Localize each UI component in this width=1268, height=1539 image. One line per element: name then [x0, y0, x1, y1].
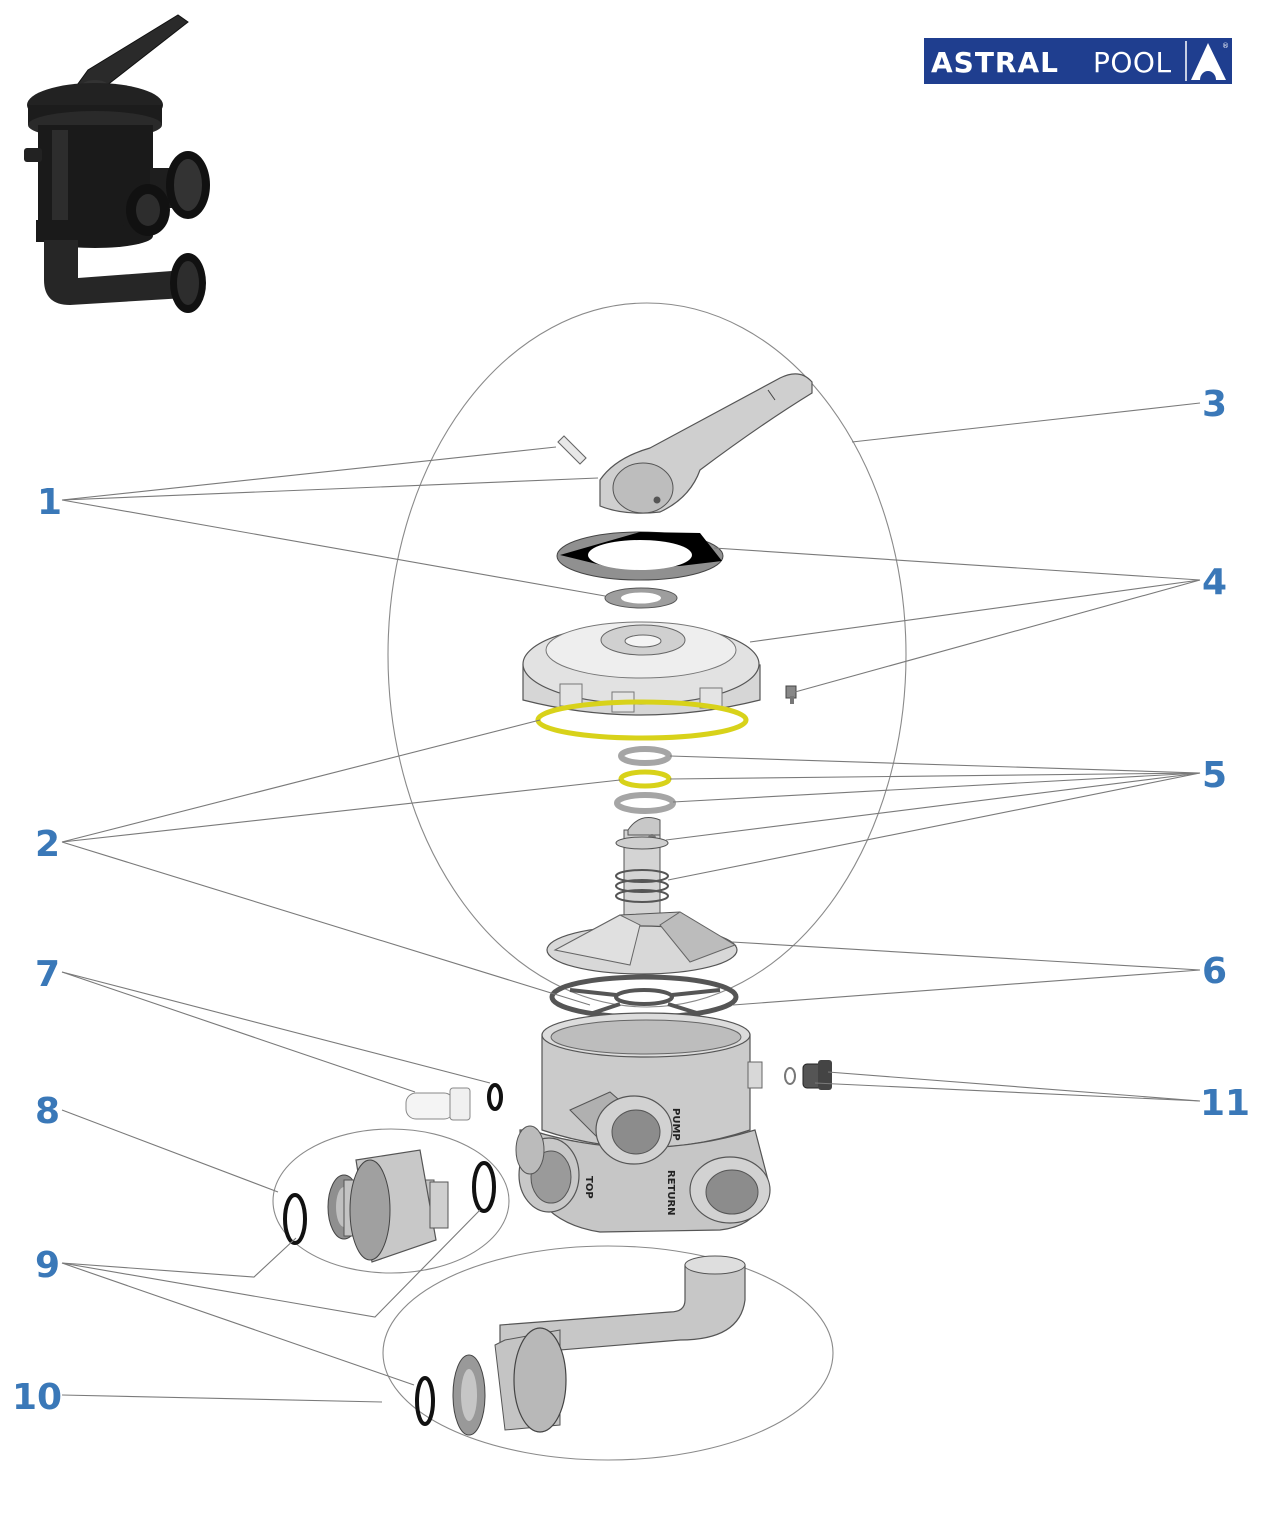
callout-6: 6: [1202, 951, 1227, 992]
port-label-pump: PUMP: [670, 1108, 681, 1141]
upper-assembly-outline: [387, 302, 907, 1008]
elbow-pipe-with-union: [452, 1255, 746, 1436]
rotor-disc: [546, 911, 738, 975]
callout-1: 1: [37, 482, 62, 523]
valve-body: PUMP TOP RETURN: [515, 1012, 771, 1233]
logo-word-pool: POOL: [1093, 46, 1172, 79]
callout-11: 11: [1200, 1083, 1250, 1124]
astral-triangle-icon: [1191, 43, 1226, 80]
sight-glass-o-ring: [487, 1083, 503, 1111]
union-assembly-outline: [272, 1128, 510, 1274]
callout-10: 10: [12, 1377, 62, 1418]
elbow-o-ring: [415, 1376, 435, 1426]
sight-glass: [405, 1087, 471, 1121]
valve-photo-thumbnail: [24, 14, 210, 313]
union-o-ring-right: [472, 1161, 496, 1213]
rotor-seal-ring-upper: [618, 746, 672, 766]
air-bleed-screw: [785, 685, 797, 704]
handle-washer: [604, 587, 678, 609]
brand-logo: ASTRAL POOL ®: [924, 38, 1232, 84]
drain-plug: [784, 1060, 832, 1090]
position-label-plate: [556, 531, 724, 581]
callout-8: 8: [35, 1091, 60, 1132]
rotor-seal-ring-yellow: [618, 769, 672, 789]
callout-3: 3: [1202, 384, 1227, 425]
handle-pin: [557, 435, 587, 465]
callout-4: 4: [1202, 562, 1227, 603]
callout-7: 7: [35, 954, 60, 995]
registered-mark: ®: [1222, 42, 1229, 50]
elbow-assembly-outline: [382, 1245, 834, 1461]
logo-word-astral: ASTRAL: [931, 46, 1059, 79]
callout-2: 2: [35, 824, 60, 865]
callout-9: 9: [35, 1245, 60, 1286]
rotor-seal-ring-lower: [614, 792, 676, 814]
port-label-return: RETURN: [665, 1170, 676, 1216]
valve-handle: [599, 373, 813, 514]
union-connector: [327, 1149, 449, 1263]
logo-background: [924, 38, 1232, 84]
valve-cover: [522, 621, 761, 716]
union-o-ring-left: [283, 1193, 307, 1245]
callout-5: 5: [1202, 755, 1227, 796]
port-label-top: TOP: [583, 1176, 594, 1199]
leader-lines: [61, 402, 1201, 1403]
